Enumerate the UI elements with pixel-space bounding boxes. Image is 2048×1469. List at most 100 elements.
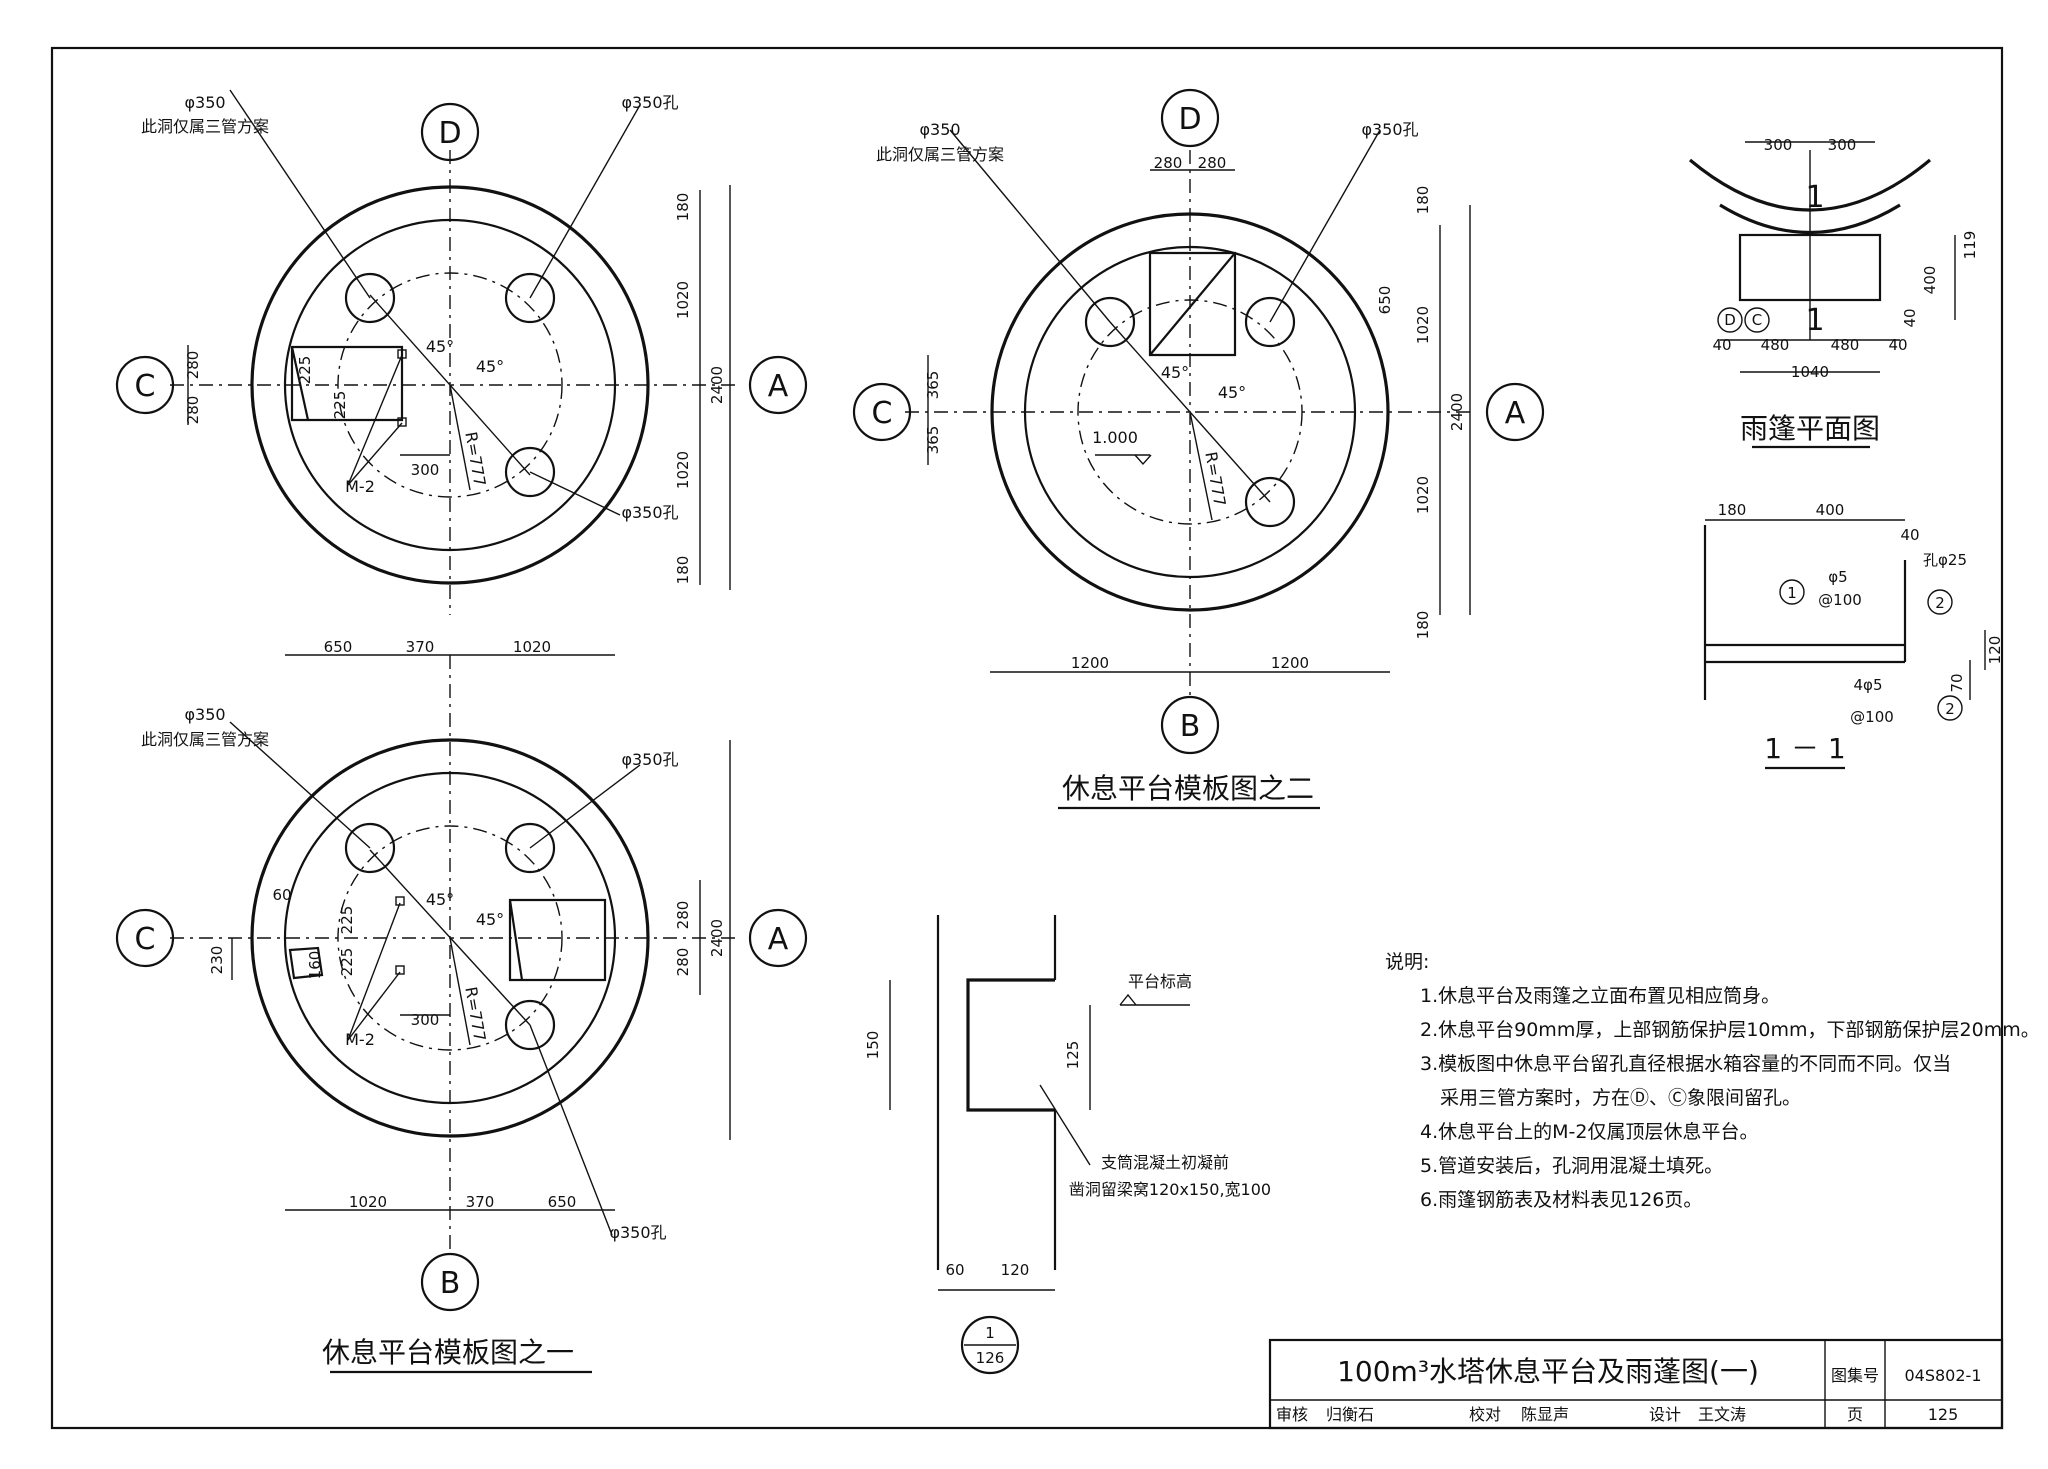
plan1-angle-1: 45° (426, 337, 454, 356)
section-dim-120: 120 (1986, 636, 2004, 665)
axis-D-plan1: D (438, 116, 461, 151)
plan1b-dim-225-b: 225 (338, 948, 356, 977)
plan1-dim-300: 300 (411, 461, 440, 479)
plan2-dim-1020-bot: 1020 (1414, 476, 1432, 514)
plan2-dim-2400: 2400 (1448, 393, 1466, 431)
section-rebar2: 4φ5 (1854, 676, 1883, 694)
detail-ref-circle (960, 1315, 1020, 1375)
plan1-hole-se (504, 446, 556, 498)
plan1b-mark: M-2 (345, 1030, 375, 1049)
plan1b-dim-280-a: 280 (674, 901, 692, 930)
review-label: 审核 (1276, 1405, 1308, 1424)
section-callout-1 (1779, 579, 1805, 605)
design-label: 设计 (1649, 1405, 1681, 1424)
plan2-level: 1.000 (1092, 428, 1138, 447)
section-dim-400: 400 (1816, 501, 1845, 519)
canopy-dim-480-a: 480 (1761, 336, 1790, 354)
plan2-dim-650: 650 (1376, 286, 1394, 315)
plan1-hole-label-se: φ350孔 (621, 503, 678, 522)
plan1b-dim-300: 300 (411, 1011, 440, 1029)
section-callout-2b-text: 2 (1945, 700, 1955, 718)
plan1-mark: M-2 (345, 477, 375, 496)
plan1b-dim-230: 230 (208, 946, 226, 975)
plan1-dim-180-top: 180 (674, 193, 692, 222)
plan2-dim-365-b: 365 (924, 426, 942, 455)
plan-2 (905, 129, 1471, 700)
axis-A-plan1b: A (768, 922, 789, 957)
canopy-dim-40-v: 40 (1901, 308, 1919, 327)
plan1b-dim-2400: 2400 (708, 919, 726, 957)
detail-note-2: 凿洞留梁窝120x150,宽100 (1069, 1180, 1271, 1199)
drawing-frame (50, 46, 2004, 1430)
plan1b-hole-nw (344, 822, 396, 874)
plan1-dim-1020-bot: 1020 (674, 451, 692, 489)
plan2-radius: R=777 (1201, 450, 1229, 508)
title-block (1268, 1338, 2004, 1430)
canopy-section-mark-top: 1 (1805, 180, 1824, 215)
plan1-dim-280-b: 280 (184, 396, 202, 425)
plan1-hole-label-ne: φ350孔 (621, 93, 678, 112)
plan1-dim-2400: 2400 (708, 366, 726, 404)
section-1-1 (1703, 519, 1986, 721)
plan2-angle-2: 45° (1218, 383, 1246, 402)
plan1-dim-180-bot: 180 (674, 556, 692, 585)
plan1-angle-2: 45° (476, 357, 504, 376)
checker: 陈显声 (1521, 1405, 1569, 1424)
plan1-dim-225-a: 225 (296, 356, 314, 385)
plan1-dim-370: 370 (406, 638, 435, 656)
axis-C-plan1b: C (135, 922, 156, 957)
plan1b-dim-225-a: 225 (338, 906, 356, 935)
axis-A-plan1: A (768, 369, 789, 404)
notes-item-2: 2.休息平台90mm厚，上部钢筋保护层10mm，下部钢筋保护层20mm。 (1420, 1019, 2040, 1041)
section-rebar1: φ5 (1828, 568, 1847, 586)
plan2-dim-180-bot: 180 (1414, 611, 1432, 640)
plan1-title: 休息平台模板图之一 (322, 1336, 574, 1369)
plan2-opening (1148, 251, 1237, 357)
reviewer: 归衡石 (1326, 1405, 1374, 1424)
canopy-section-mark-bot: 1 (1805, 303, 1824, 338)
axis-B-plan1b: B (440, 1266, 461, 1301)
canopy-plan-title: 雨篷平面图 (1740, 412, 1880, 445)
plan1-dim-1020-h: 1020 (513, 638, 551, 656)
plan1b-angle-1: 45° (426, 890, 454, 909)
notes-item-3b: 采用三管方案时，方在Ⓓ、Ⓒ象限间留孔。 (1440, 1087, 1801, 1109)
plan2-dim-180-top: 180 (1414, 186, 1432, 215)
plan1-hole-nw (344, 272, 396, 324)
page-no: 125 (1928, 1405, 1959, 1424)
detail-level-label: 平台标高 (1128, 972, 1192, 991)
detail-dim-120: 120 (1001, 1261, 1030, 1279)
plan1b-hole-label-ne: φ350孔 (621, 750, 678, 769)
plan1b-hole-note: φ350 (184, 705, 225, 724)
plan-1b (170, 655, 735, 1255)
atlas-label: 图集号 (1831, 1366, 1879, 1385)
notes-item-6: 6.雨篷钢筋表及材料表见126页。 (1420, 1189, 1702, 1211)
plan1b-hole-ne (504, 822, 556, 874)
plan1b-hole-note-2: 此洞仅属三管方案 (141, 730, 269, 749)
axis-D-plan2: D (1178, 102, 1201, 137)
notes-item-1: 1.休息平台及雨篷之立面布置见相应筒身。 (1420, 985, 1780, 1007)
canopy-plan (1688, 141, 1956, 373)
page-label: 页 (1847, 1405, 1863, 1424)
plan1b-opening (508, 898, 607, 982)
plan1b-dim-280-b: 280 (674, 948, 692, 977)
plan2-angle-1: 45° (1161, 363, 1189, 382)
plan1b-dim-60: 60 (272, 886, 291, 904)
canopy-dim-300-b: 300 (1828, 136, 1857, 154)
plan1b-radius: R=777 (461, 985, 489, 1043)
plan2-dim-1020-top: 1020 (1414, 306, 1432, 344)
plan1-hole-note-2: 此洞仅属三管方案 (141, 117, 269, 136)
plan2-hole-label: φ350孔 (1361, 120, 1418, 139)
atlas-no: 04S802-1 (1904, 1366, 1981, 1385)
beam-pocket-detail (889, 915, 1190, 1375)
plan1b-dim-370: 370 (466, 1193, 495, 1211)
section-callout-2a (1927, 589, 1953, 615)
canopy-dim-40-l: 40 (1712, 336, 1731, 354)
canopy-dim-1040: 1040 (1791, 363, 1829, 381)
plan2-dim-280-b: 280 (1198, 154, 1227, 172)
plan2-hole-nw (1084, 296, 1136, 348)
plan2-hole-se (1244, 476, 1296, 528)
section-callout-1-text: 1 (1787, 584, 1797, 602)
detail-note-1: 支筒混凝土初凝前 (1101, 1153, 1229, 1172)
detail-ref-top: 1 (985, 1324, 995, 1342)
